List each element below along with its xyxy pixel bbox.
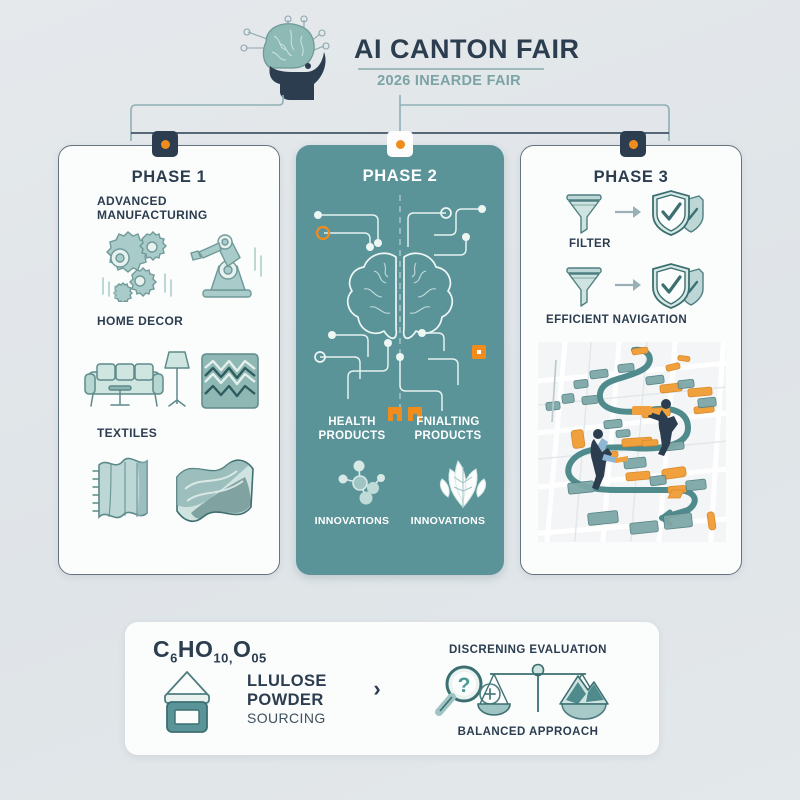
node-dot-icon xyxy=(628,139,638,149)
phase-2-title: PHASE 2 xyxy=(362,167,438,185)
cat-line-1: TEXTILES xyxy=(97,426,158,440)
formula-c-sub: 6 xyxy=(170,650,178,666)
magnifier-question-icon: ? xyxy=(435,665,483,716)
manufacturing-icon-row xyxy=(89,226,267,302)
evaluation-block: DISCRENING EVALUATION ? xyxy=(397,622,659,755)
sourcing-line-1: LLULOSE xyxy=(247,672,327,690)
caption-balanced-approach: BALANCED APPROACH xyxy=(457,726,599,738)
waving-fabric-icon xyxy=(176,459,254,522)
filter-flow-row-1 xyxy=(561,188,707,236)
sublabel-line-1: HEALTH xyxy=(328,416,376,428)
phase-1-title: PHASE 1 xyxy=(131,168,207,186)
sourcing-line-3: SOURCING xyxy=(247,710,326,726)
cat-line-1: ADVANCED xyxy=(97,194,167,208)
robot-arm-icon xyxy=(190,234,262,298)
sourcing-block: C6HO10,O05 LLULOSE POWDER SOURCING xyxy=(125,622,357,755)
leaf-plant-icon xyxy=(439,459,487,509)
node-dot-icon xyxy=(160,139,170,149)
phase-2-panel[interactable]: PHASE 2 xyxy=(296,145,504,575)
connector-node-phase-3[interactable] xyxy=(620,131,646,157)
title-divider xyxy=(358,67,544,70)
chemical-formula: C6HO10,O05 xyxy=(153,636,267,666)
formula-h-sub: 10, xyxy=(213,650,233,666)
connector-node-phase-2[interactable] xyxy=(387,131,413,157)
formula-o-sub: 05 xyxy=(251,650,267,666)
formula-o: O xyxy=(232,636,252,662)
phase2-label-health-products: HEALTH PRODUCTS xyxy=(304,415,400,443)
brain-network-icon xyxy=(314,195,486,421)
sublabel-line-2: PRODUCTS xyxy=(318,430,386,442)
formula-c: C xyxy=(153,636,171,662)
category-label-home-decor: HOME DECOR xyxy=(97,314,183,328)
header: AI CANTON FAIR 2026 INEARDE FAIR xyxy=(228,14,579,102)
phase-1-panel[interactable]: PHASE 1 ADVANCED MANUFACTURING xyxy=(58,145,280,575)
molecule-icon xyxy=(338,460,385,505)
page-title: AI CANTON FAIR xyxy=(354,33,580,64)
shield-check-icon xyxy=(652,190,704,236)
arrow-right-icon xyxy=(615,279,641,291)
page-subtitle: 2026 INEARDE FAIR xyxy=(377,72,521,89)
home-decor-icon-row xyxy=(83,338,261,414)
phase3-label-filter: FILTER xyxy=(569,238,611,250)
funnel-icon xyxy=(566,267,602,307)
filter-flow-row-2 xyxy=(561,261,707,309)
sublabel-line-2: PRODUCTS xyxy=(414,430,482,442)
orange-blocks-icon xyxy=(388,407,422,421)
formula-h: HO xyxy=(177,636,214,662)
phase3-label-efficient-navigation: EFFICIENT NAVIGATION xyxy=(546,314,688,326)
arrow-right-icon xyxy=(615,206,641,218)
powder-jar-icon xyxy=(164,671,210,733)
sourcing-line-2: POWDER xyxy=(247,691,324,709)
caption-discrening-evaluation: DISCRENING EVALUATION xyxy=(449,644,607,656)
svg-text:?: ? xyxy=(458,674,471,697)
phase2-caption-innovations-left: INNOVATIONS xyxy=(314,515,390,527)
phase2-caption-innovations-right: INNOVATIONS xyxy=(410,515,486,527)
phase-3-title: PHASE 3 xyxy=(593,168,669,186)
sofa-lamp-icon xyxy=(84,351,190,407)
rug-pattern-icon xyxy=(201,353,259,409)
connector-node-phase-1[interactable] xyxy=(152,131,178,157)
orange-node-icon xyxy=(315,225,331,241)
route-map-icon[interactable] xyxy=(538,342,726,542)
cat-line-1: HOME DECOR xyxy=(97,314,184,328)
title-block: AI CANTON FAIR 2026 INEARDE FAIR xyxy=(354,28,580,89)
node-dot-icon xyxy=(395,139,405,149)
phase-3-panel[interactable]: PHASE 3 FILTER xyxy=(520,145,742,575)
phase2-label-fnialting-products: FNIALTING PRODUCTS xyxy=(400,415,496,443)
bottom-summary-card: C6HO10,O05 LLULOSE POWDER SOURCING › DIS… xyxy=(125,622,659,755)
textiles-icon-row xyxy=(85,451,257,531)
funnel-icon xyxy=(566,194,602,234)
brain-circuit-icon xyxy=(240,15,330,100)
category-label-textiles: TEXTILES xyxy=(97,426,157,440)
folded-fabric-icon xyxy=(92,457,148,519)
balance-scale-icon: ? xyxy=(435,663,609,720)
cat-line-2: MANUFACTURING xyxy=(97,208,208,222)
gears-icon xyxy=(102,231,172,302)
sublabel-line-1: FNIALTING xyxy=(416,416,480,428)
chevron-right-icon: › xyxy=(373,675,381,701)
category-label-advanced-manufacturing: ADVANCED MANUFACTURING xyxy=(97,194,208,222)
shield-check-icon xyxy=(652,263,704,309)
sourcing-text: LLULOSE POWDER SOURCING xyxy=(247,672,327,726)
